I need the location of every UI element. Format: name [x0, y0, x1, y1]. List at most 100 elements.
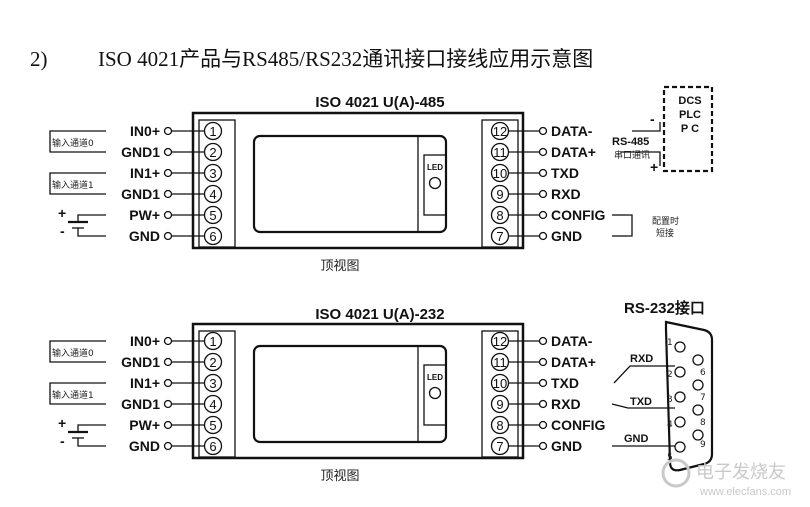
host-plus-sign: +: [650, 159, 658, 175]
pin-hole-icon: [163, 378, 173, 388]
terminal-circle-icon: [490, 121, 510, 141]
minus-sign: -: [60, 433, 65, 449]
terminal-circle-icon: [490, 331, 510, 351]
left-pin: 4 GND1: [121, 394, 223, 414]
terminal-circle-icon: [490, 142, 510, 162]
pin-number: 3: [209, 166, 216, 181]
pin-hole-icon: [538, 420, 548, 430]
left-terminal-block: [198, 119, 236, 248]
db9-pin-number: 6: [700, 368, 706, 378]
pin-number: 4: [209, 397, 216, 412]
power-wire: [77, 214, 106, 222]
host-line: PLC: [679, 109, 701, 121]
pin-number: 1: [209, 334, 216, 349]
pin-label: TXD: [551, 165, 579, 181]
db9-pin-number: 3: [667, 395, 673, 405]
left-pin: 4 GND1: [121, 184, 223, 204]
pin-number: 6: [209, 439, 216, 454]
pin-number: 11: [493, 355, 507, 370]
pin-hole-icon: [538, 126, 548, 136]
right-pin: 11 DATA+: [490, 142, 596, 162]
db9-pin-icon: [674, 391, 686, 403]
pin-label: IN0+: [130, 123, 160, 139]
pin-number: 9: [496, 397, 503, 412]
left-pin: 5 PW+: [129, 205, 223, 225]
db9-pin-number: 1: [667, 338, 673, 348]
left-pin: 6 GND: [129, 226, 223, 246]
pin-hole-icon: [163, 336, 173, 346]
pin-number: 4: [209, 187, 216, 202]
terminal-circle-icon: [203, 163, 223, 183]
led-panel: [423, 154, 447, 216]
terminal-circle-icon: [203, 436, 223, 456]
pin-hole-icon: [538, 336, 548, 346]
led-label: LED: [427, 373, 443, 382]
input-wire: [49, 130, 106, 153]
terminal-circle-icon: [203, 184, 223, 204]
pin-label: IN1+: [130, 165, 160, 181]
terminal-circle-icon: [490, 226, 510, 246]
pin-hole-icon: [538, 147, 548, 157]
pin-number: 10: [493, 376, 507, 391]
db9-pin-icon: [692, 379, 704, 391]
txd-wire: [611, 403, 675, 409]
left-pin: 1 IN0+: [130, 331, 223, 351]
rs232-title: RS-232接口: [624, 299, 705, 317]
pin-hole-icon: [163, 168, 173, 178]
db9-connector-shell: [664, 320, 714, 472]
host-line: DCS: [678, 95, 701, 107]
right-pin: 8 CONFIG: [490, 415, 606, 435]
db9-pin-number: 8: [700, 418, 706, 428]
right-pin: 7 GND: [490, 226, 582, 246]
pin-number: 2: [209, 355, 216, 370]
right-pin: 12 DATA-: [490, 121, 593, 141]
terminal-circle-icon: [490, 184, 510, 204]
pin-hole-icon: [538, 210, 548, 220]
power-wire: [77, 424, 106, 432]
db9-pin-number: 4: [667, 420, 673, 430]
input-channel-label: 输入通道0: [52, 137, 94, 149]
rs232-port: RS-232接口 1 2 3 4 5 6 7 8 9 RXD TXD GND: [611, 299, 714, 472]
terminal-circle-icon: [490, 373, 510, 393]
right-pin: 11 DATA+: [490, 352, 596, 372]
plus-sign: +: [58, 415, 66, 431]
left-pin: 1 IN0+: [130, 121, 223, 141]
pin-number: 12: [493, 334, 507, 349]
pin-number: 11: [493, 145, 507, 160]
pin-hole-icon: [538, 357, 548, 367]
pin-number: 7: [496, 439, 503, 454]
db9-pin-icon: [692, 429, 704, 441]
pin-label: GND: [551, 228, 582, 244]
heading-text: ISO 4021产品与RS485/RS232通讯接口接线应用示意图: [98, 47, 593, 71]
power-wire: [77, 228, 106, 237]
led-panel: [423, 364, 447, 426]
module-body: [191, 111, 525, 250]
input-wire: [49, 340, 106, 363]
left-pin: 3 IN1+: [130, 163, 223, 183]
config-jumper-wire: [628, 214, 633, 237]
power-supply: + -: [58, 415, 106, 449]
led-icon: [428, 386, 442, 400]
terminal-circle-icon: [203, 415, 223, 435]
input-wire: [49, 382, 106, 405]
pin-label: RXD: [551, 186, 581, 202]
terminal-circle-icon: [203, 394, 223, 414]
input-channel-0: 输入通道0: [49, 340, 106, 363]
pin-label: GND: [129, 438, 160, 454]
pin-number: 2: [209, 145, 216, 160]
right-terminal-block: [481, 330, 519, 458]
plus-sign: +: [58, 205, 66, 221]
rs485-host: DCS PLC P C - + RS-485 串口通讯 配置时 短接: [612, 85, 714, 239]
rxd-wire: [613, 365, 675, 384]
pin-label: DATA+: [551, 354, 596, 370]
pin-label: TXD: [551, 375, 579, 391]
rs485-bus-label: RS-485: [612, 136, 649, 148]
pin-label: GND1: [121, 144, 160, 160]
rs485-bus-sublabel: 串口通讯: [614, 150, 650, 161]
pin-label: GND: [129, 228, 160, 244]
pin-label: DATA+: [551, 144, 596, 160]
terminal-circle-icon: [203, 331, 223, 351]
rs232-signal-label: TXD: [630, 396, 652, 408]
heading-number: 2): [30, 47, 48, 71]
right-pin: 7 GND: [490, 436, 582, 456]
